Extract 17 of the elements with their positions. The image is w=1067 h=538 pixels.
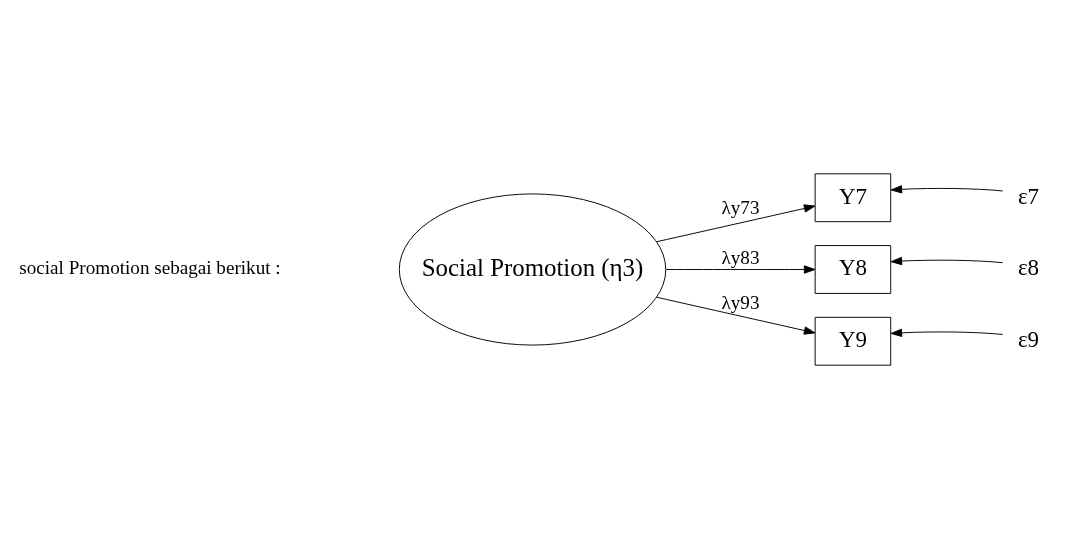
arrow (890, 328, 1004, 337)
node-box: Y8 (814, 244, 892, 294)
edge-label: λy83 (721, 246, 760, 268)
label: social Promotion sebagai berikut : (19, 256, 281, 278)
node-text: ε9 (1017, 326, 1040, 352)
edge-label: λy73 (721, 196, 760, 218)
edge-label: λy93 (721, 291, 760, 313)
node-text: ε8 (1017, 254, 1040, 280)
arrow (890, 184, 1004, 193)
node-text: ε7 (1017, 183, 1040, 209)
arrow (665, 264, 816, 274)
arrow (656, 203, 816, 242)
node-box: Y7 (814, 172, 892, 222)
arrow (890, 256, 1004, 265)
arrow (656, 296, 816, 335)
node-box: Y9 (814, 316, 892, 366)
node-ellipse: Social Promotion (η3) (398, 192, 667, 346)
